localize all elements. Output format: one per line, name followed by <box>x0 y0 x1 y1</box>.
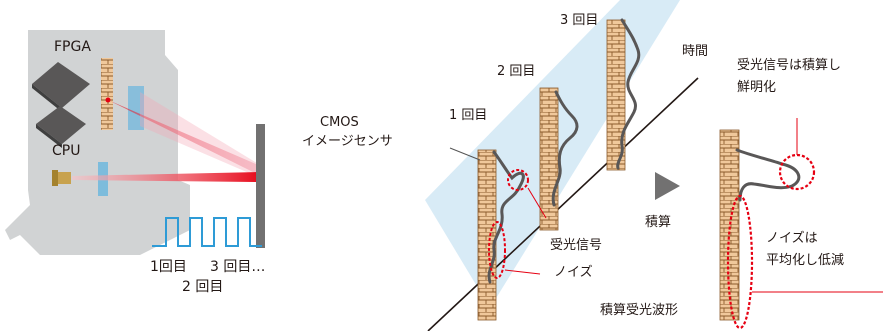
reflected-beam <box>108 92 265 180</box>
noise-note-line2: 平均化し低減 <box>766 253 845 268</box>
integration-label: 積算 <box>645 215 672 230</box>
pulse-label-third: 3 回目… <box>210 259 266 275</box>
signal-note-line2: 鮮明化 <box>737 80 777 95</box>
leader-lines <box>504 118 883 293</box>
target-object <box>256 124 265 248</box>
time-axis-label: 時間 <box>682 44 709 59</box>
waveform-round1 <box>487 150 525 284</box>
integration-arrow-icon <box>655 172 680 200</box>
cpu-label: CPU <box>52 143 81 159</box>
sensor-column-integrated <box>719 129 740 321</box>
fpga-chip-icon <box>32 62 90 112</box>
pulse-train-icon <box>152 217 262 247</box>
device-housing <box>5 30 190 255</box>
noise-marker <box>488 221 506 279</box>
emitted-beam <box>72 172 258 182</box>
round2-label: 2 回目 <box>497 64 536 79</box>
round3-label: 3 回目 <box>560 13 599 28</box>
device-image-sensor-icon <box>101 58 113 130</box>
signal-note-line1: 受光信号は積算し <box>737 58 842 73</box>
integrated-waveform-label: 積算受光波形 <box>600 303 679 318</box>
received-signal-label: 受光信号 <box>550 238 603 253</box>
sensor-column-round1 <box>477 149 497 321</box>
cmos-label-line1: CMOS <box>320 115 359 130</box>
fpga-label: FPGA <box>54 39 91 55</box>
pulse-label-first: 1回目 <box>150 259 187 275</box>
cpu-chip-icon <box>36 106 86 148</box>
sensor-column-round3 <box>606 19 626 171</box>
integrated-peak-marker <box>778 153 816 191</box>
integrated-noise-marker <box>726 194 754 330</box>
cmos-leader <box>449 147 481 161</box>
noise-note-line1: ノイズは <box>766 231 818 246</box>
receiving-lens-icon <box>128 86 144 130</box>
waveform-round2 <box>551 90 579 207</box>
cmos-label-line2: イメージセンサ <box>302 134 393 149</box>
signal-peak-marker <box>507 169 529 191</box>
time-axis <box>427 77 699 332</box>
waveform-integrated <box>735 148 801 202</box>
sensor-column-round2 <box>539 87 559 231</box>
laser-emitter-icon <box>52 170 71 186</box>
waveform-round3 <box>616 18 641 170</box>
noise-label: ノイズ <box>554 265 593 280</box>
round1-label: 1 回目 <box>449 108 488 123</box>
pulse-label-second: 2 回目 <box>182 279 224 295</box>
